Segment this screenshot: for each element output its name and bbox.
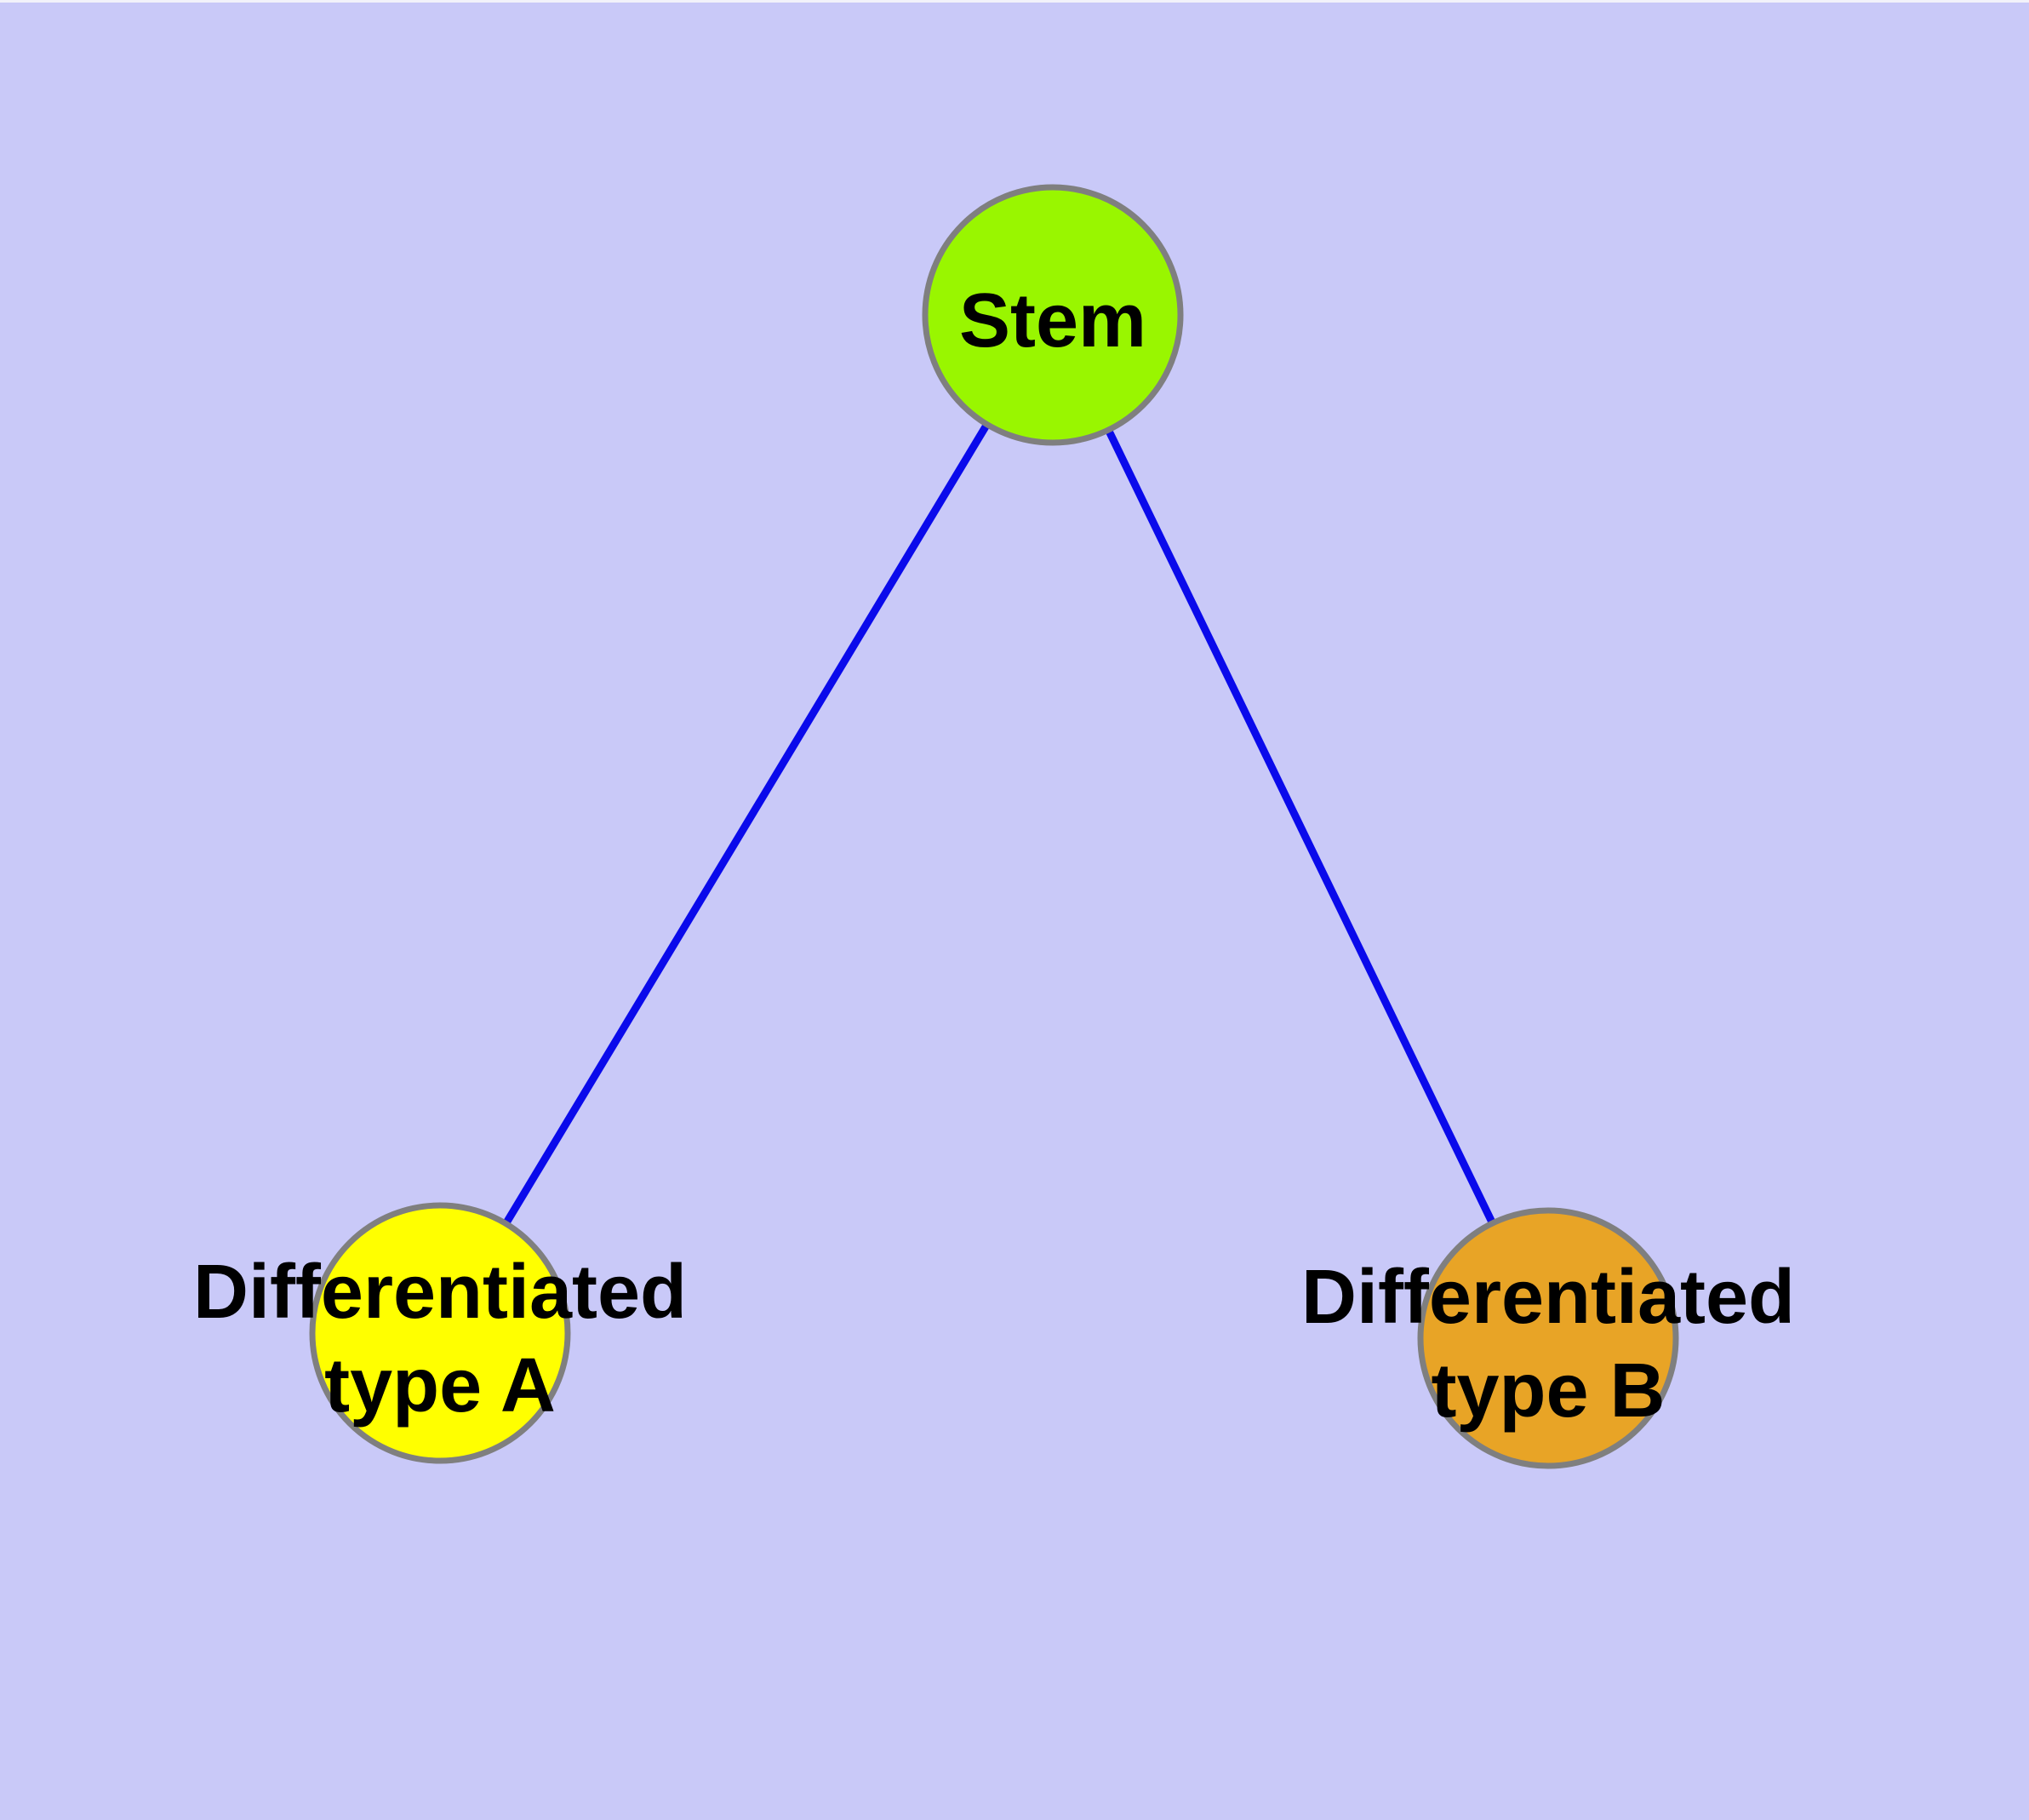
type-b-node-label-line2: type B [1431,1348,1665,1434]
edge-stem-to-type-a [437,312,1056,1336]
type-a-node-circle [309,1202,571,1464]
node-differentiated-type-b: Differentiated type B [1301,1207,1795,1469]
edge-stem-to-type-b [1049,313,1552,1340]
stem-node-label: Stem [959,278,1146,363]
type-a-node-label-line1: Differentiated [193,1250,687,1335]
window-top-edge [0,0,2029,3]
type-a-node-label-line2: type A [324,1343,556,1428]
type-b-node-label-line1: Differentiated [1301,1255,1795,1340]
type-b-node-circle [1417,1207,1679,1469]
node-stem: Stem [922,184,1184,446]
stem-node-circle [922,184,1184,446]
node-differentiated-type-a: Differentiated type A [193,1202,687,1464]
